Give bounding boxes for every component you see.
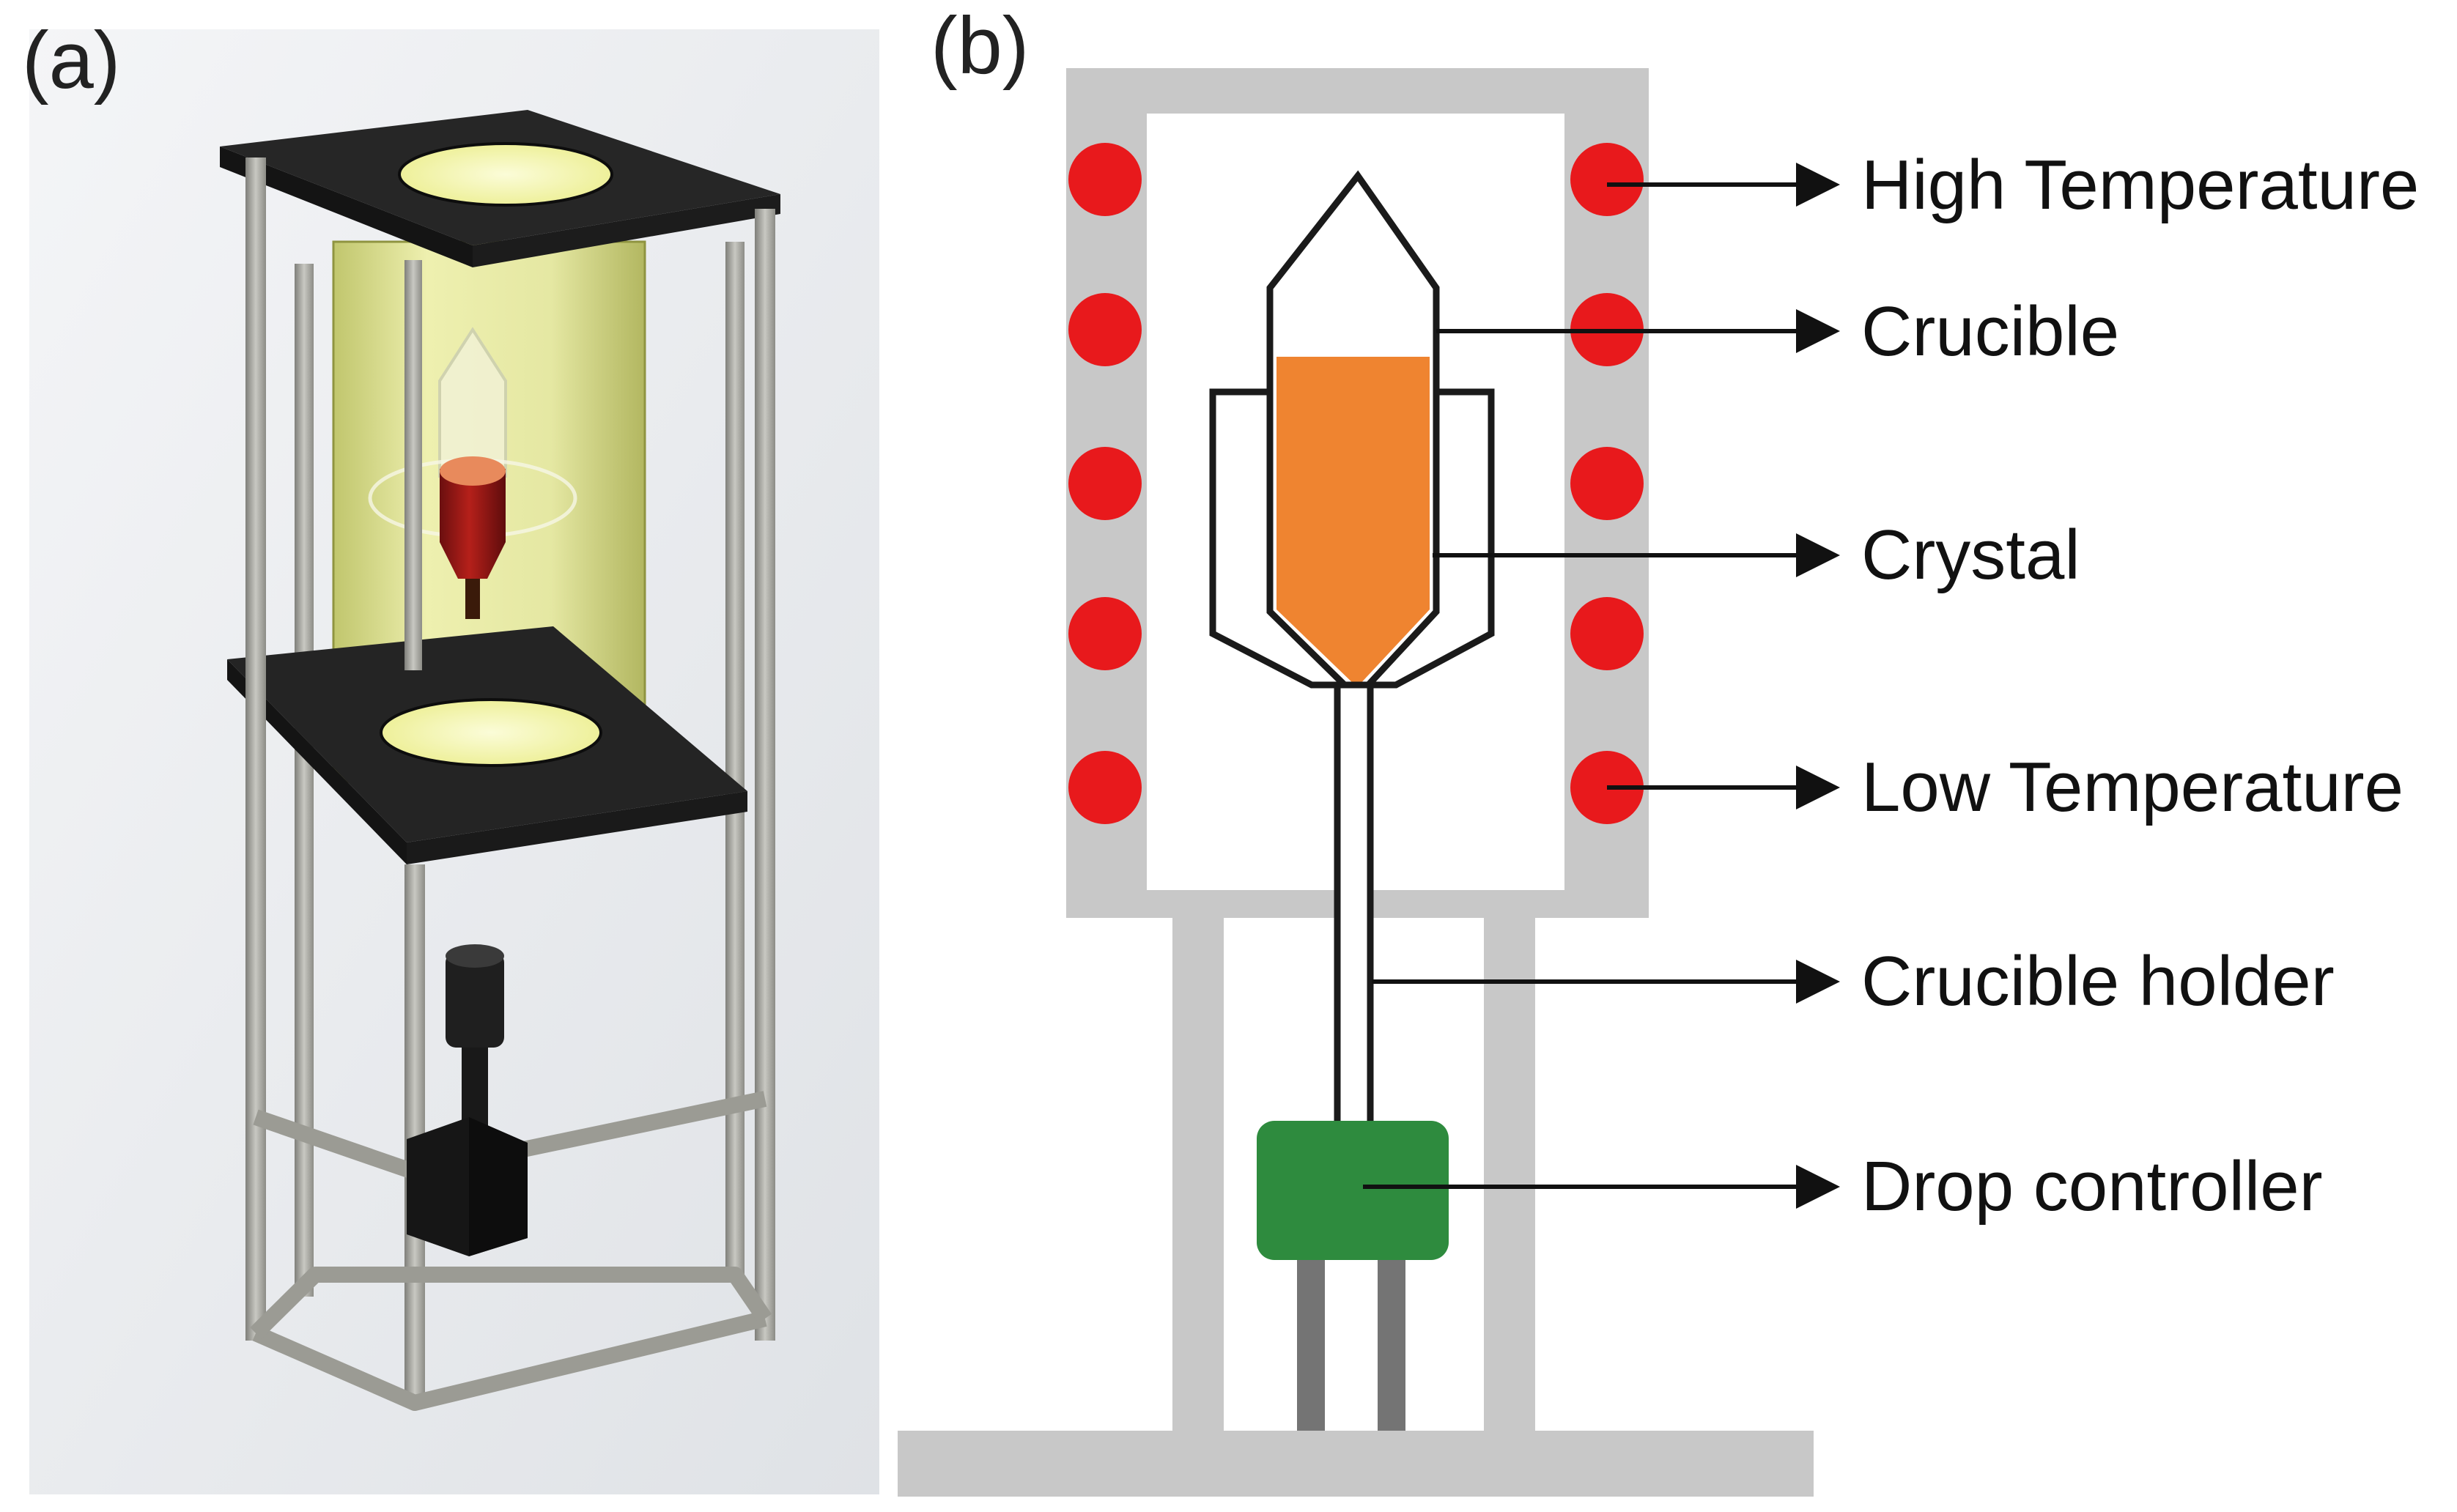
label-crucible: Crucible (1861, 292, 2119, 371)
frame-pole-front-right (755, 209, 775, 1341)
frame-pole-back-right (725, 242, 745, 1282)
heater-left-2 (1068, 293, 1142, 366)
panel-a: (a) (22, 15, 879, 1494)
middle-plate (227, 626, 747, 864)
crystal-fill (1276, 357, 1430, 687)
base-plate (898, 1431, 1814, 1497)
controller-shafts (1297, 1260, 1405, 1431)
label-crucible-holder: Crucible holder (1861, 942, 2335, 1020)
heater-left-5 (1068, 751, 1142, 824)
callout-lines (1363, 163, 1840, 1209)
drop-controller-render (407, 944, 528, 1256)
middle-plate-hole (380, 698, 602, 767)
drop-controller-box (1257, 1121, 1449, 1260)
callout-labels: High Temperature Crucible Crystal Low Te… (1861, 146, 2419, 1226)
label-low-temperature: Low Temperature (1861, 748, 2404, 826)
furnace-support (898, 918, 1814, 1497)
top-plate (220, 110, 780, 267)
panel-b: (b) (898, 1, 2419, 1497)
heater-right-3 (1570, 447, 1644, 520)
heater-left-4 (1068, 597, 1142, 670)
heater-right-1 (1570, 143, 1644, 216)
crucible-holder-rod (1334, 681, 1374, 1128)
label-crystal: Crystal (1861, 516, 2080, 594)
panel-a-label: (a) (22, 15, 120, 105)
heater-right-4 (1570, 597, 1644, 670)
label-drop-controller: Drop controller (1861, 1147, 2323, 1226)
melt-surface (440, 456, 506, 486)
top-plate-hole (398, 142, 613, 207)
heater-left-3 (1068, 447, 1142, 520)
frame-pole-front-left (245, 158, 266, 1341)
crucible-schematic (1266, 170, 1440, 696)
label-high-temperature: High Temperature (1861, 146, 2419, 224)
panel-b-label: (b) (931, 1, 1029, 91)
crucible-render (368, 327, 577, 619)
heater-left-1 (1068, 143, 1142, 216)
